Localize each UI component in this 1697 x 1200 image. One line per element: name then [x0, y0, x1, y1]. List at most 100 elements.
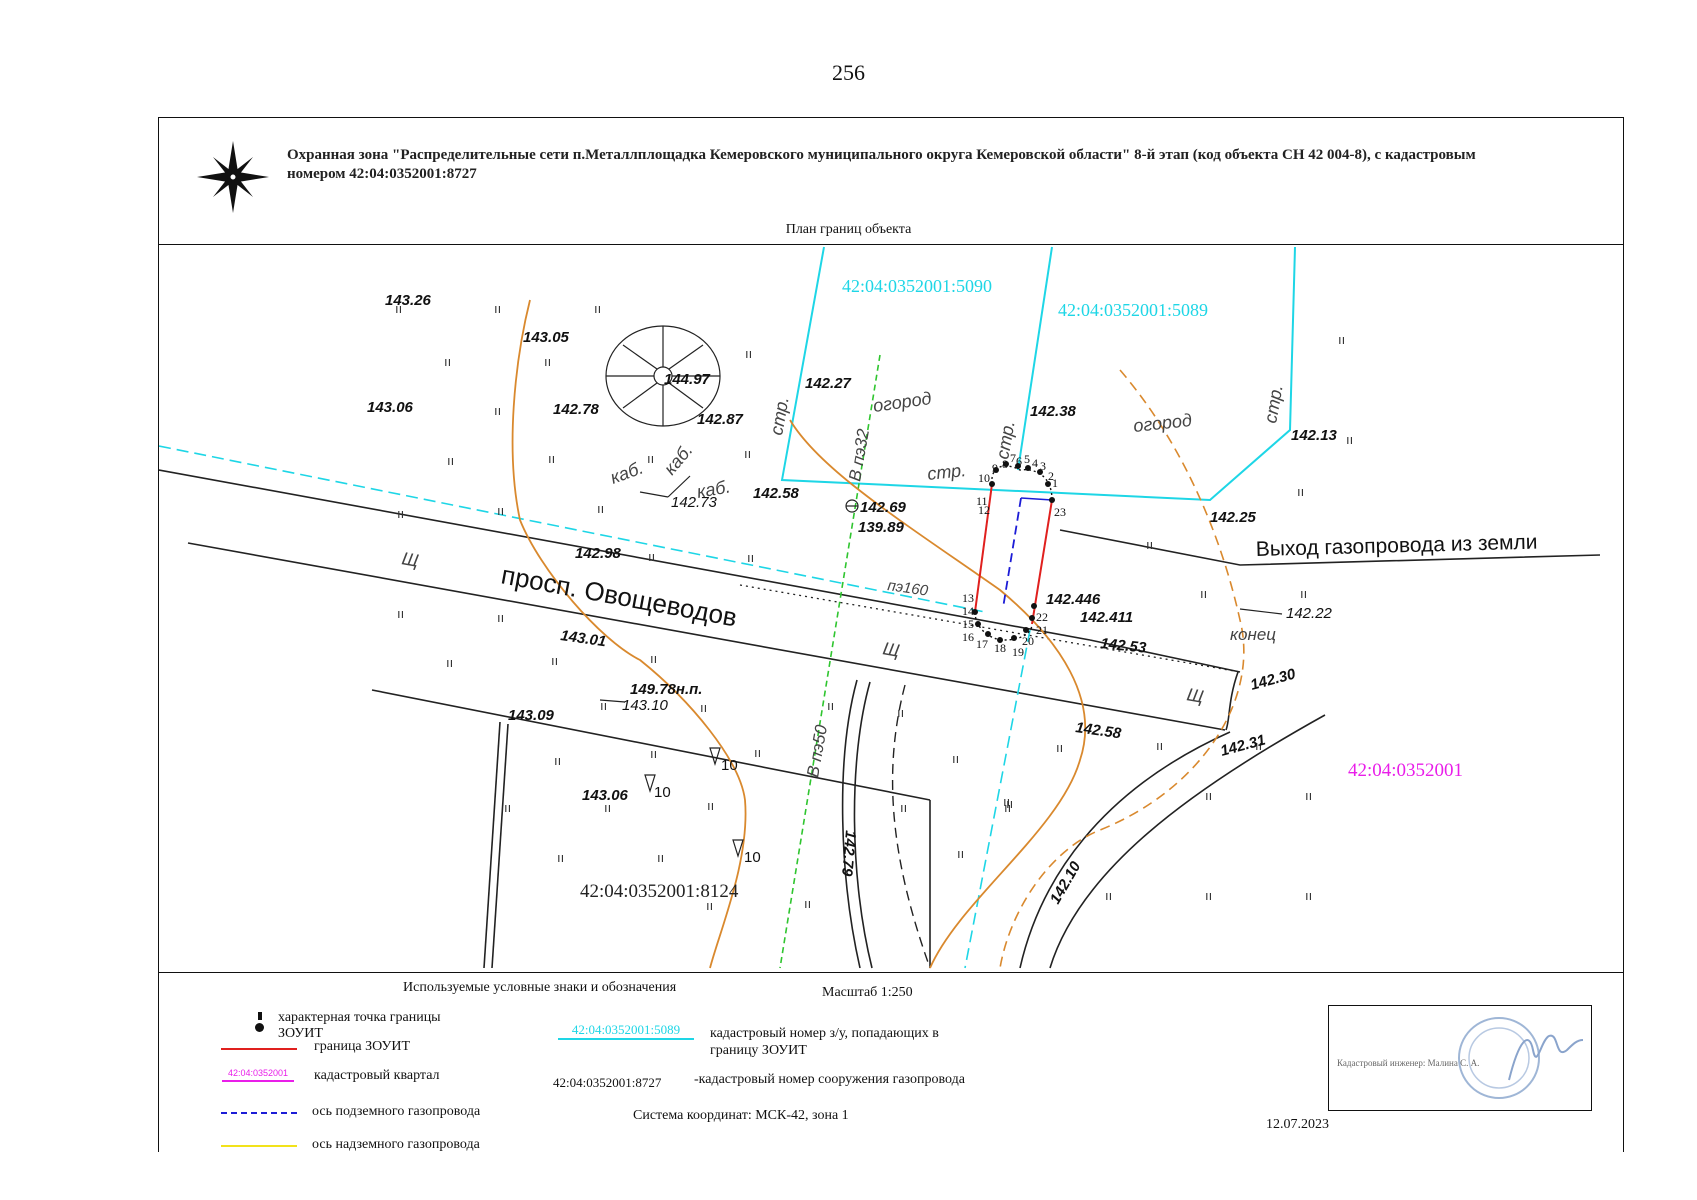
svg-text:142.58: 142.58 [1074, 719, 1122, 742]
svg-text:ıı: ıı [706, 898, 713, 913]
document-title: Охранная зона "Распределительные сети п.… [287, 147, 1476, 182]
svg-text:ıı: ıı [650, 651, 657, 666]
svg-text:огород: огород [1132, 410, 1192, 436]
road-lines [159, 469, 1601, 969]
svg-text:142.58: 142.58 [753, 485, 800, 502]
svg-text:ıı: ıı [1006, 796, 1013, 811]
svg-text:ıı: ıı [397, 606, 404, 621]
dotted-road-edge [739, 584, 1241, 673]
dashed-road-edge [891, 684, 931, 969]
svg-text:ıı: ıı [447, 453, 454, 468]
legend-point-text: характерная точка границы ЗОУИТ [278, 1010, 441, 1041]
parcel-boundaries [780, 246, 1296, 502]
svg-text:ıı: ıı [1004, 800, 1011, 815]
svg-text:ıı: ıı [647, 451, 654, 466]
legend-structure-sample: 42:04:0352001:8727 [553, 1075, 662, 1090]
svg-text:142.30: 142.30 [1249, 665, 1298, 693]
svg-text:ıı: ıı [700, 700, 707, 715]
legend-boundary-text: граница ЗОУИТ [314, 1039, 411, 1054]
svg-text:3: 3 [1040, 459, 1046, 473]
svg-text:конец: конец [1230, 625, 1276, 644]
pipeline-cyan-dashed [159, 445, 1031, 969]
svg-text:142.53: 142.53 [1100, 635, 1148, 657]
boundary-points [972, 461, 1055, 643]
svg-text:стр.: стр. [1260, 383, 1286, 425]
svg-text:Щ: Щ [400, 548, 420, 571]
svg-text:ıı: ıı [1300, 586, 1307, 601]
legend-quarter-text: кадастровый квартал [314, 1068, 440, 1083]
contour-lines [511, 299, 1087, 969]
svg-text:ıı: ıı [1338, 332, 1345, 347]
svg-text:ıı: ıı [754, 745, 761, 760]
contour-dashed [999, 369, 1245, 969]
svg-text:пэ160: пэ160 [886, 577, 929, 600]
boundary-point-numbers: 1 2 3 4 5 6 7 8 9 10 11 12 13 14 15 16 1… [962, 451, 1066, 659]
svg-text:2: 2 [1048, 469, 1054, 483]
svg-text:143.06: 143.06 [367, 399, 414, 416]
svg-text:142.69: 142.69 [860, 499, 907, 516]
svg-text:142.446: 142.446 [1046, 591, 1101, 608]
svg-text:ıı: ıı [397, 506, 404, 521]
svg-text:ıı: ıı [1305, 888, 1312, 903]
svg-text:142.87: 142.87 [697, 411, 744, 428]
svg-text:ıı: ıı [650, 746, 657, 761]
svg-text:143.06: 143.06 [582, 787, 629, 804]
svg-text:ıı: ıı [657, 850, 664, 865]
svg-text:ıı: ıı [804, 896, 811, 911]
svg-text:10: 10 [721, 757, 738, 774]
svg-text:12: 12 [978, 503, 990, 517]
svg-text:7: 7 [1010, 451, 1016, 465]
svg-text:20: 20 [1022, 634, 1034, 648]
tree-symbol [605, 325, 721, 427]
svg-text:142.13: 142.13 [1291, 427, 1338, 444]
scale-label: Масштаб 1:250 [822, 985, 913, 1000]
underground-gas-branch [1020, 497, 1053, 501]
svg-text:ıı: ıı [551, 653, 558, 668]
svg-text:17: 17 [976, 637, 988, 651]
svg-text:143.09: 143.09 [508, 707, 555, 724]
svg-text:16: 16 [962, 630, 974, 644]
legend-structure-text: -кадастровый номер сооружения газопровод… [694, 1072, 965, 1087]
svg-text:ıı: ıı [1003, 794, 1010, 809]
svg-text:ıı: ıı [1205, 788, 1212, 803]
svg-text:142.78: 142.78 [553, 401, 600, 418]
svg-text:ıı: ıı [1200, 586, 1207, 601]
seal-and-signature-icon [1458, 1017, 1584, 1099]
svg-text:ıı: ıı [554, 753, 561, 768]
svg-text:ıı: ıı [548, 451, 555, 466]
plan-subtitle: План границ объекта [785, 222, 912, 237]
svg-text:143.26: 143.26 [385, 292, 432, 309]
svg-text:ıı: ıı [745, 346, 752, 361]
svg-text:142.38: 142.38 [1030, 403, 1077, 420]
svg-text:149.78н.п.: 149.78н.п. [630, 681, 702, 698]
svg-text:ıı: ıı [1205, 888, 1212, 903]
svg-text:ıı: ıı [827, 698, 834, 713]
svg-text:ıı: ıı [494, 403, 501, 418]
svg-text:10: 10 [654, 784, 671, 801]
svg-text:ıı: ıı [1146, 537, 1153, 552]
legend-boundary-line [221, 1048, 297, 1050]
svg-text:5: 5 [1024, 452, 1030, 466]
svg-text:ıı: ıı [648, 549, 655, 564]
svg-text:стр.: стр. [926, 460, 967, 484]
parcel-5090-label: 42:04:0352001:5090 [842, 276, 992, 296]
svg-text:142.22: 142.22 [1286, 605, 1333, 622]
legend-parcel-text: кадастровый номер з/у, попадающих в гран… [710, 1026, 939, 1058]
svg-text:10: 10 [744, 849, 761, 866]
svg-text:142.79: 142.79 [838, 830, 859, 878]
svg-text:144.97: 144.97 [664, 371, 711, 388]
svg-text:ıı: ıı [1056, 740, 1063, 755]
svg-text:142.411: 142.411 [1080, 609, 1133, 626]
svg-text:ıı: ıı [744, 446, 751, 461]
parcel-8124-label: 42:04:0352001:8124 [580, 881, 739, 902]
svg-text:каб.: каб. [608, 457, 646, 487]
svg-text:ıı: ıı [604, 800, 611, 815]
svg-text:15: 15 [962, 617, 974, 631]
svg-text:ıı: ıı [497, 503, 504, 518]
svg-text:ıı: ıı [952, 751, 959, 766]
svg-text:1: 1 [1052, 476, 1058, 490]
svg-text:8: 8 [1002, 457, 1008, 471]
legend-aboveground-line [221, 1145, 297, 1147]
svg-text:огород: огород [872, 388, 933, 416]
